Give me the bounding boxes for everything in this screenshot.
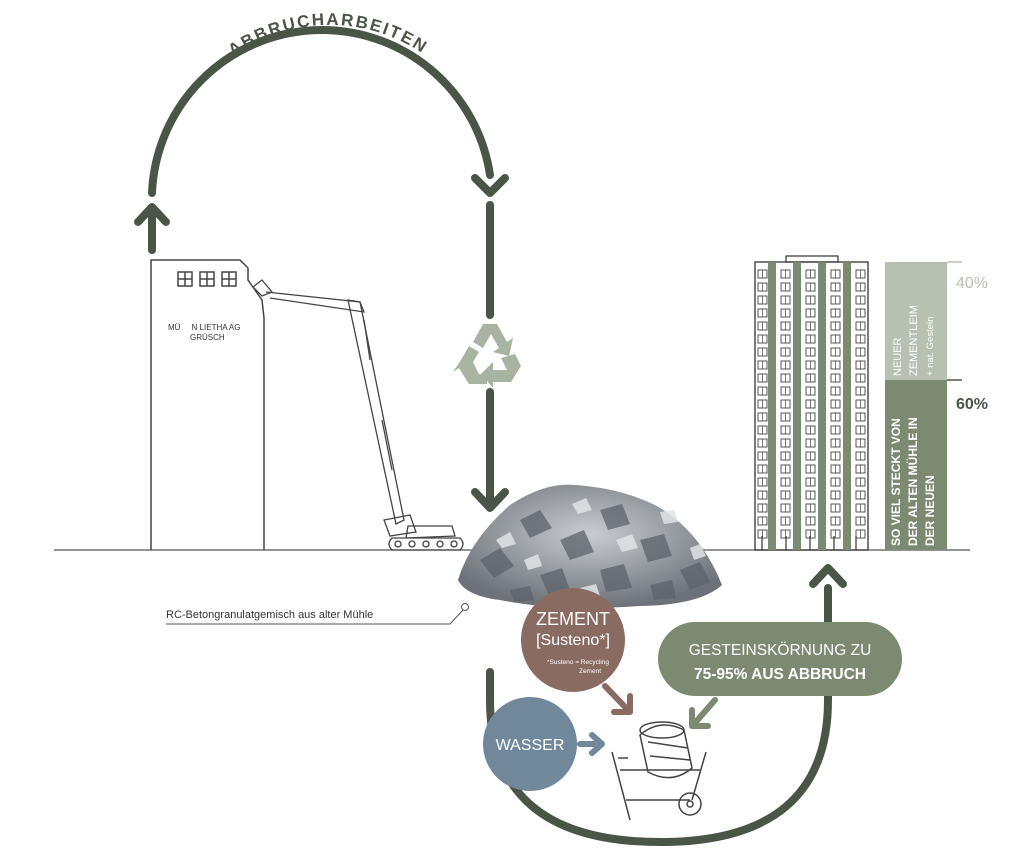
mill-windows <box>177 271 237 287</box>
tower-roof <box>785 255 839 263</box>
water-arrow-icon <box>577 732 605 756</box>
excavator-icon <box>252 279 464 551</box>
rubble-pile <box>458 484 722 608</box>
cement-title: ZEMENT <box>536 609 610 629</box>
old-part-bar <box>885 380 947 550</box>
new-part-line2: ZEMENTLEIM <box>908 305 920 376</box>
mill-sign-line1: MÜ N LIETHA AG <box>168 323 240 332</box>
aggregate-line1: GESTEINSKÖRNUNG ZU <box>689 641 872 659</box>
tower-pillar <box>793 262 801 550</box>
cement-footnote-line2: Zement <box>579 668 601 675</box>
new-mill-building <box>754 255 869 551</box>
tower-pillar <box>818 262 826 550</box>
caption-leader-dot <box>461 603 469 611</box>
water-label: WASSER <box>496 737 565 754</box>
old-part-line3: DER NEUEN <box>923 475 937 546</box>
aggregate-badge: GESTEINSKÖRNUNG ZU 75-95% AUS ABBRUCH <box>658 622 902 696</box>
cement-subtitle: [Susteno*] <box>536 632 610 649</box>
tower-pillar <box>843 262 851 550</box>
old-mill-building: MÜ N LIETHA AG GRÜSCH <box>150 259 265 550</box>
arc-arrowhead-icon <box>471 174 509 197</box>
new-part-percent: 40% <box>956 275 988 292</box>
mill-sign-line2: GRÜSCH <box>190 333 225 342</box>
recycling-icon <box>453 324 521 388</box>
old-part-percent: 60% <box>956 396 988 413</box>
cement-arrow-icon <box>602 683 633 715</box>
old-part-line2: DER ALTEN MÜHLE IN <box>905 417 920 546</box>
cement-badge: ZEMENT [Susteno*] *Susteno = Recycling Z… <box>521 588 625 692</box>
water-badge: WASSER <box>483 697 577 791</box>
composition-bar: NEUER ZEMENTLEIM + nat. Gestein SO VIEL … <box>885 261 988 550</box>
new-part-line1: NEUER <box>892 337 904 376</box>
tower-pillar <box>768 262 776 550</box>
old-part-line1: SO VIEL STECKT VON <box>889 418 903 546</box>
caption-leader-line <box>166 609 464 625</box>
down-arrow-icon <box>471 488 509 512</box>
up-arrow-icon <box>134 203 170 254</box>
demolition-arc <box>148 26 494 197</box>
up-arrow-to-building-icon <box>809 564 847 588</box>
rubble-caption: RC-Betongranulatgemisch aus alter Mühle <box>166 609 373 621</box>
cement-mixer-icon <box>611 721 707 821</box>
cement-footnote-line1: *Susteno = Recycling <box>547 659 609 666</box>
new-part-line3: + nat. Gestein <box>925 317 936 376</box>
aggregate-line2: 75-95% AUS ABBRUCH <box>694 666 866 683</box>
new-part-bar <box>885 262 947 380</box>
aggregate-arrow-icon <box>689 697 718 729</box>
